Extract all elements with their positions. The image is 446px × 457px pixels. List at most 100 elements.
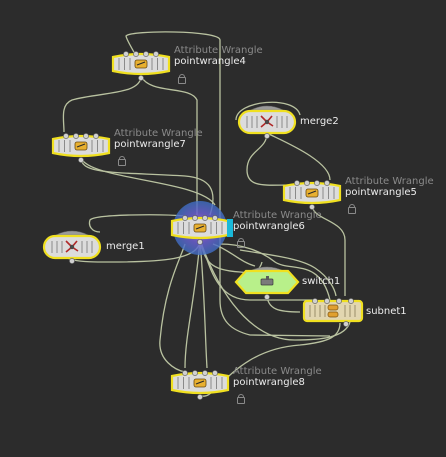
wire[interactable] xyxy=(199,239,208,369)
node-body[interactable] xyxy=(302,299,364,323)
lock-icon xyxy=(118,156,126,166)
input-connector[interactable] xyxy=(312,298,318,304)
node-pointwrangle5[interactable] xyxy=(282,180,342,210)
wire[interactable] xyxy=(80,157,216,206)
input-connector[interactable] xyxy=(324,180,330,186)
node-name-label[interactable]: pointwrangle4 xyxy=(174,56,246,67)
node-label-subnet1: subnet1 xyxy=(366,306,407,317)
lock-icon xyxy=(237,394,245,404)
wrangle-icon xyxy=(74,141,88,151)
wrangle-icon xyxy=(193,378,207,388)
wire[interactable] xyxy=(140,75,198,215)
input-connector[interactable] xyxy=(83,133,89,139)
node-name-label[interactable]: pointwrangle6 xyxy=(233,221,305,232)
wire[interactable] xyxy=(199,239,351,341)
subnet-icon xyxy=(327,304,339,318)
node-merge2[interactable] xyxy=(237,105,297,139)
input-connector[interactable] xyxy=(133,51,139,57)
output-connector[interactable] xyxy=(264,294,270,300)
node-merge1[interactable] xyxy=(42,230,102,264)
node-pointwrangle7[interactable] xyxy=(51,133,111,163)
wire[interactable] xyxy=(266,132,331,181)
node-type-label: Attribute Wrangle xyxy=(233,210,322,221)
nodes-layer xyxy=(42,51,364,400)
wire[interactable] xyxy=(184,239,201,369)
wire[interactable] xyxy=(125,31,331,337)
output-connector[interactable] xyxy=(138,75,144,81)
input-connector[interactable] xyxy=(63,133,69,139)
merge-icon xyxy=(260,115,274,128)
input-connector[interactable] xyxy=(182,370,188,376)
lock-icon xyxy=(178,74,186,84)
input-connector[interactable] xyxy=(153,51,159,57)
output-connector[interactable] xyxy=(343,321,349,327)
merge-input-bar[interactable] xyxy=(55,230,89,236)
output-connector[interactable] xyxy=(69,258,75,264)
wire[interactable] xyxy=(239,249,337,297)
output-connector[interactable] xyxy=(197,394,203,400)
input-connector[interactable] xyxy=(182,215,188,221)
node-pointwrangle6[interactable] xyxy=(170,215,233,245)
node-type-label: Attribute Wrangle xyxy=(114,128,203,139)
lock-icon xyxy=(348,204,356,214)
switch-icon xyxy=(260,276,274,286)
output-connector[interactable] xyxy=(309,204,315,210)
node-pointwrangle4[interactable] xyxy=(111,51,171,81)
wire[interactable] xyxy=(159,243,186,373)
wire[interactable] xyxy=(266,293,301,313)
node-name-label[interactable]: merge1 xyxy=(106,241,145,252)
wire[interactable] xyxy=(88,214,187,233)
node-label-merge1: merge1 xyxy=(106,241,145,252)
input-connector[interactable] xyxy=(304,180,310,186)
input-connector[interactable] xyxy=(73,133,79,139)
input-connector[interactable] xyxy=(143,51,149,57)
node-name-label[interactable]: pointwrangle8 xyxy=(233,377,305,388)
input-connector[interactable] xyxy=(192,370,198,376)
input-connector[interactable] xyxy=(212,370,218,376)
node-name-label[interactable]: pointwrangle7 xyxy=(114,139,186,150)
input-connector[interactable] xyxy=(93,133,99,139)
node-name-label[interactable]: pointwrangle5 xyxy=(345,187,417,198)
wire[interactable] xyxy=(235,101,301,121)
wire[interactable] xyxy=(212,243,256,267)
node-switch1[interactable] xyxy=(234,266,300,300)
merge-icon xyxy=(65,240,79,253)
node-type-label: Attribute Wrangle xyxy=(174,45,263,56)
input-connector[interactable] xyxy=(294,180,300,186)
node-name-label[interactable]: switch1 xyxy=(302,276,341,287)
merge-input-bar[interactable] xyxy=(250,105,284,111)
lock-icon xyxy=(237,238,245,248)
node-type-label: Attribute Wrangle xyxy=(233,366,322,377)
wire[interactable] xyxy=(80,157,214,216)
input-connector[interactable] xyxy=(212,215,218,221)
wrangle-icon xyxy=(193,223,207,233)
output-connector[interactable] xyxy=(197,239,203,245)
wire[interactable] xyxy=(219,243,331,301)
output-connector[interactable] xyxy=(264,133,270,139)
wire[interactable] xyxy=(62,75,142,133)
input-connector[interactable] xyxy=(348,298,354,304)
wrangle-icon xyxy=(305,188,319,198)
node-name-label[interactable]: merge2 xyxy=(300,116,339,127)
input-connector[interactable] xyxy=(324,298,330,304)
input-connector[interactable] xyxy=(192,215,198,221)
display-flag[interactable] xyxy=(227,219,233,237)
input-connector[interactable] xyxy=(202,370,208,376)
input-connector[interactable] xyxy=(336,298,342,304)
output-connector[interactable] xyxy=(78,157,84,163)
node-pointwrangle8[interactable] xyxy=(170,370,230,400)
input-connector[interactable] xyxy=(314,180,320,186)
wire[interactable] xyxy=(246,132,291,186)
node-label-merge2: merge2 xyxy=(300,116,339,127)
input-connector[interactable] xyxy=(123,51,129,57)
node-type-label: Attribute Wrangle xyxy=(345,176,434,187)
input-connector[interactable] xyxy=(202,215,208,221)
node-subnet1[interactable] xyxy=(302,298,364,327)
node-name-label[interactable]: subnet1 xyxy=(366,306,407,317)
